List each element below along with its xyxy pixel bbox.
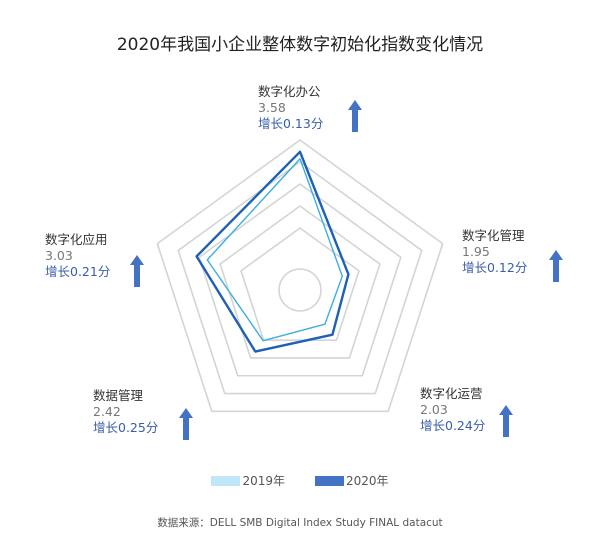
legend-label: 2019年 [242,474,285,488]
grid-ring [156,139,444,413]
axis-name: 数字化管理 [462,228,525,243]
legend-item-2020: 2020年 [315,472,389,489]
axis-value: 1.95 [462,244,490,259]
axis-growth: 增长0.13分 [258,116,324,131]
grid-ring [177,161,423,395]
axis-growth: 增长0.24分 [420,418,486,433]
axis-growth: 增长0.12分 [462,260,528,275]
axis-name: 数字化办公 [258,84,321,99]
axis-label-office: 数字化办公 3.58 增长0.13分 [258,84,323,132]
legend-item-2019: 2019年 [211,472,285,489]
up-arrow-icon [348,100,362,132]
grid-ring [219,205,381,359]
axis-name: 数据管理 [93,388,144,403]
axis-value: 3.03 [45,248,73,263]
up-arrow-icon [499,405,513,437]
axis-growth: 增长0.21分 [45,264,111,279]
axis-value: 3.58 [258,100,286,115]
legend-label: 2020年 [346,474,389,488]
series-2019年-line [206,158,343,342]
axis-label-management: 数字化管理 1.95 增长0.12分 [462,228,527,276]
up-arrow-icon [130,255,144,287]
chart-title: 2020年我国小企业整体数字初始化指数变化情况 [116,35,484,55]
grid-ring [240,227,360,341]
up-arrow-icon [179,408,193,440]
axis-label-data-management: 数据管理 2.42 增长0.25分 [93,388,158,436]
axis-label-operations: 数字化运营 2.03 增长0.24分 [420,386,485,434]
axis-name: 数字化应用 [45,232,108,247]
grid-ring [198,183,402,377]
source-note: 数据来源：DELL SMB Digital Index Study FINAL … [157,517,443,529]
legend-swatch [211,475,241,486]
axis-label-application: 数字化应用 3.03 增长0.21分 [45,232,110,280]
legend-swatch [315,475,344,486]
axis-name: 数字化运营 [420,386,483,401]
axis-growth: 增长0.25分 [93,420,159,435]
axis-value: 2.03 [420,402,448,417]
grid-center-circle [278,268,322,312]
up-arrow-icon [549,250,563,282]
series-2020年-line [195,150,350,353]
legend: 2019年 2020年 [0,472,600,489]
axis-value: 2.42 [93,404,121,419]
